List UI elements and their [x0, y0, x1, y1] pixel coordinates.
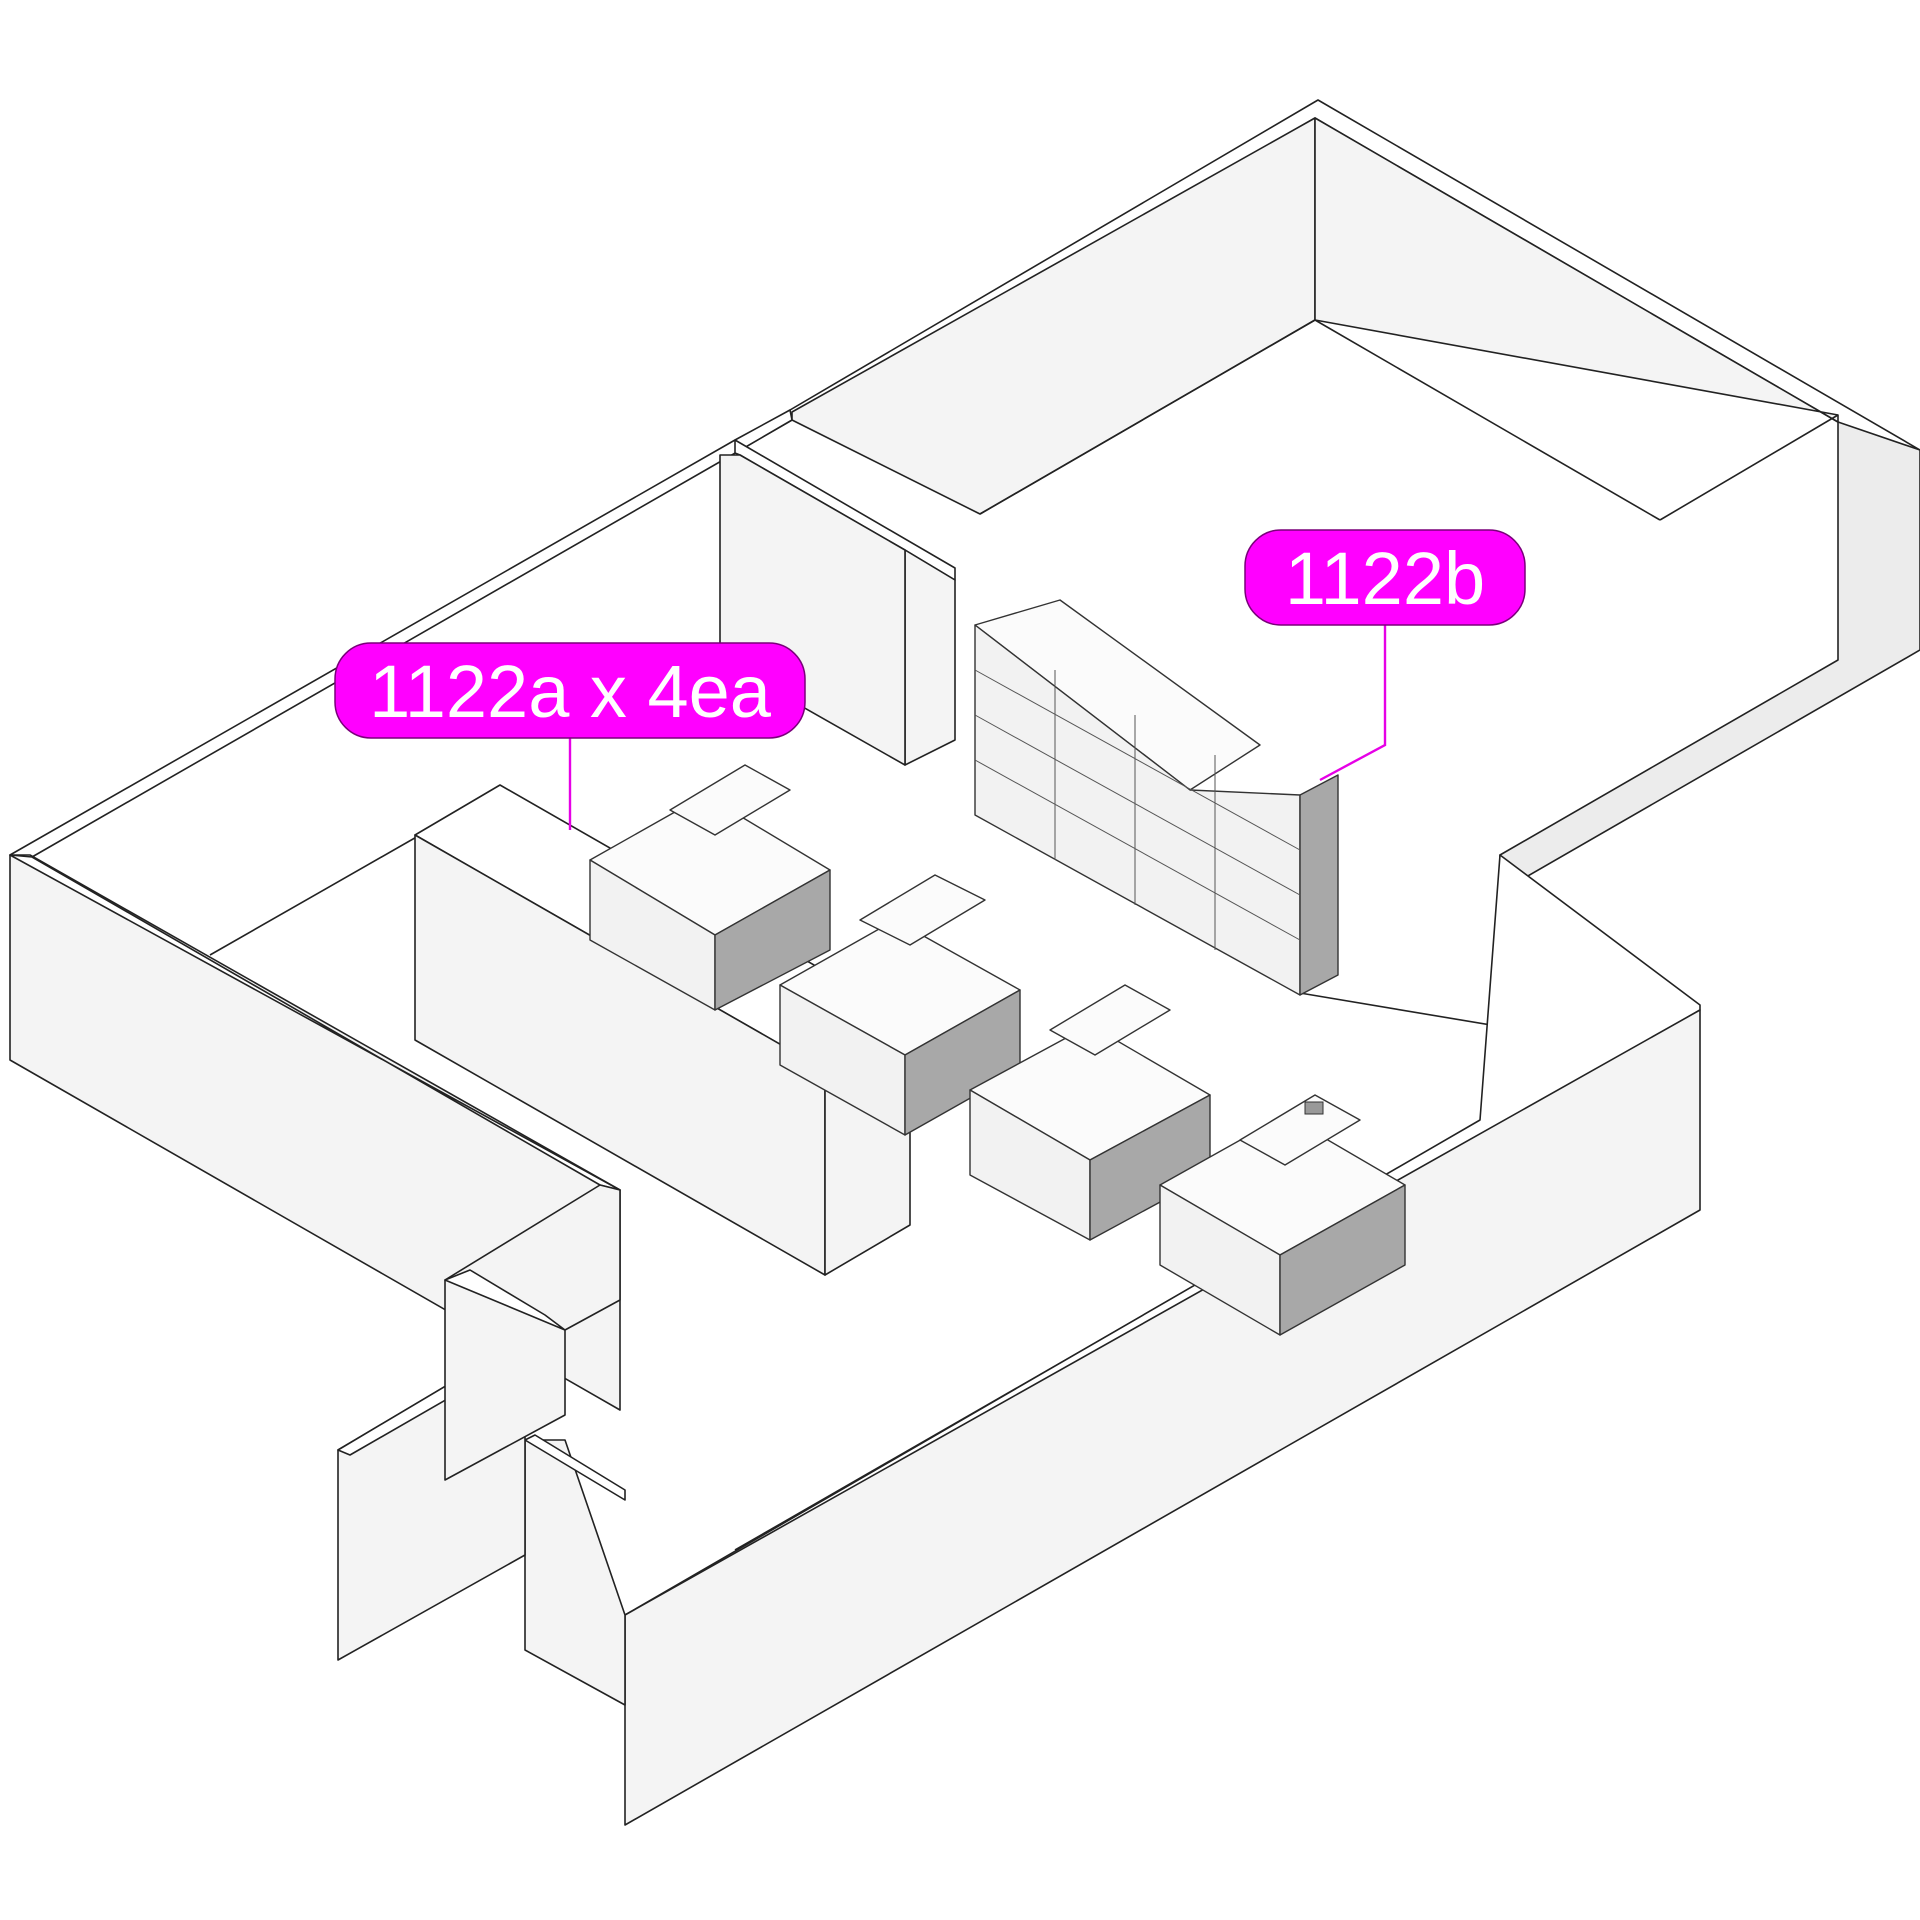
floor-line-3 [1659, 414, 1839, 521]
low-cabinet-3 [969, 984, 1211, 1241]
cabinet-4-riser [1239, 1094, 1361, 1166]
shelf-row-2 [974, 714, 1301, 896]
south-walls [337, 854, 1701, 1826]
desk-object [1304, 1101, 1324, 1115]
floor-line-2 [1314, 319, 1661, 521]
wall-top-band-west [9, 409, 793, 858]
label-1122a-box [334, 642, 806, 739]
shelving-side [1299, 774, 1339, 996]
cabinet-1-riser [669, 764, 791, 836]
shelving-grid [974, 669, 1301, 950]
corridor-pillar [444, 1184, 621, 1481]
cabinet-3-riser [1049, 984, 1171, 1056]
corridor-wall-right-top [524, 1434, 626, 1501]
low-cabinet-4 [1159, 1094, 1406, 1336]
partition-inner [719, 454, 906, 766]
label-1122b-text: 1122b [1285, 537, 1485, 620]
label-1122b-box [1244, 529, 1526, 626]
label-1122a-text: 1122a x 4ea [369, 650, 772, 733]
cabinet-4-side [1279, 1184, 1406, 1336]
corridor-pillar-top [444, 1269, 566, 1331]
low-cabinet-2 [779, 874, 1021, 1136]
partition-face [904, 549, 956, 766]
wall-north-inner [791, 117, 1316, 515]
label-1122b: 1122b [1244, 529, 1526, 626]
shelving-1122b [974, 599, 1339, 996]
cabinet-2-riser [859, 874, 986, 946]
floor-line-1 [979, 319, 1316, 515]
shelf-row-1 [974, 669, 1301, 851]
leader-1122b [1319, 625, 1387, 782]
label-1122a: 1122a x 4ea [334, 642, 806, 739]
low-cabinet-1 [589, 764, 831, 1011]
corridor-wall-right [524, 1439, 626, 1706]
wall-northeast-inner [1314, 117, 1839, 423]
shelf-row-3 [974, 759, 1301, 941]
wall-east [1499, 421, 1920, 893]
cabinet-1-side [714, 869, 831, 1011]
floor-line-4 [209, 834, 421, 956]
